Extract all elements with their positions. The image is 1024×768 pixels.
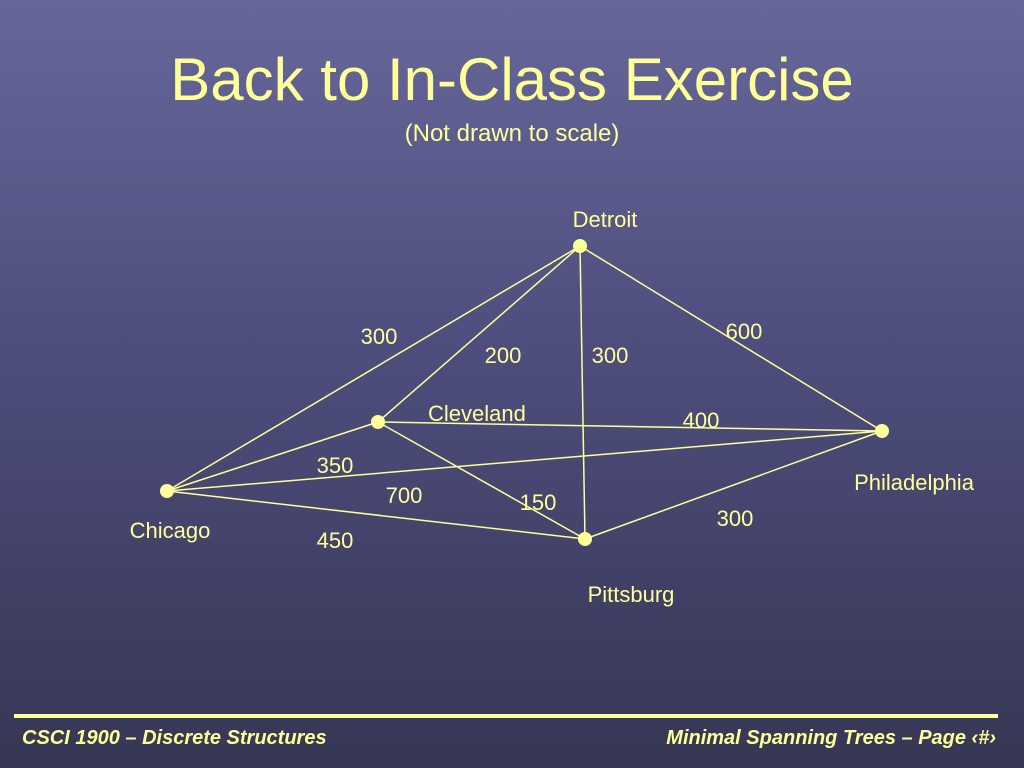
edge-weight-cleveland-philadelphia: 400 <box>683 408 720 433</box>
edge-cleveland-pittsburg <box>377 421 586 540</box>
edge-cleveland-philadelphia <box>377 421 883 432</box>
node-label-pittsburg: Pittsburg <box>588 582 675 607</box>
edge-weight-chicago-detroit: 300 <box>361 324 398 349</box>
edge-detroit-philadelphia <box>579 245 883 432</box>
node-detroit <box>573 239 587 253</box>
node-chicago <box>160 484 174 498</box>
node-label-cleveland: Cleveland <box>428 401 526 426</box>
node-cleveland <box>371 415 385 429</box>
edge-chicago-detroit <box>166 245 581 492</box>
edge-weight-pittsburg-detroit: 300 <box>592 343 629 368</box>
edge-chicago-pittsburg <box>166 490 586 540</box>
slide-subtitle: (Not drawn to scale) <box>404 120 620 147</box>
footer-divider <box>14 714 998 718</box>
node-label-philadelphia: Philadelphia <box>854 470 975 495</box>
edge-pittsburg-philadelphia <box>584 430 883 540</box>
edge-pittsburg-detroit <box>579 245 586 540</box>
footer-page-label: Minimal Spanning Trees – Page ‹#› <box>666 727 996 749</box>
edge-weight-cleveland-detroit: 200 <box>485 343 522 368</box>
edge-chicago-cleveland <box>166 421 379 492</box>
edge-weight-pittsburg-philadelphia: 300 <box>717 506 754 531</box>
edge-weight-cleveland-pittsburg: 150 <box>520 490 557 515</box>
edge-cleveland-detroit <box>377 245 581 423</box>
edge-weight-chicago-pittsburg: 450 <box>317 528 354 553</box>
node-label-chicago: Chicago <box>130 518 211 543</box>
node-philadelphia <box>875 424 889 438</box>
edge-weight-detroit-philadelphia: 600 <box>726 319 763 344</box>
edge-weight-chicago-philadelphia: 700 <box>386 483 423 508</box>
node-label-detroit: Detroit <box>573 207 638 232</box>
node-pittsburg <box>578 532 592 546</box>
footer-course-title: CSCI 1900 – Discrete Structures <box>22 727 327 749</box>
edge-chicago-philadelphia <box>166 430 883 492</box>
slide-title: Back to In-Class Exercise <box>170 46 854 113</box>
edge-weight-chicago-cleveland: 350 <box>317 453 354 478</box>
